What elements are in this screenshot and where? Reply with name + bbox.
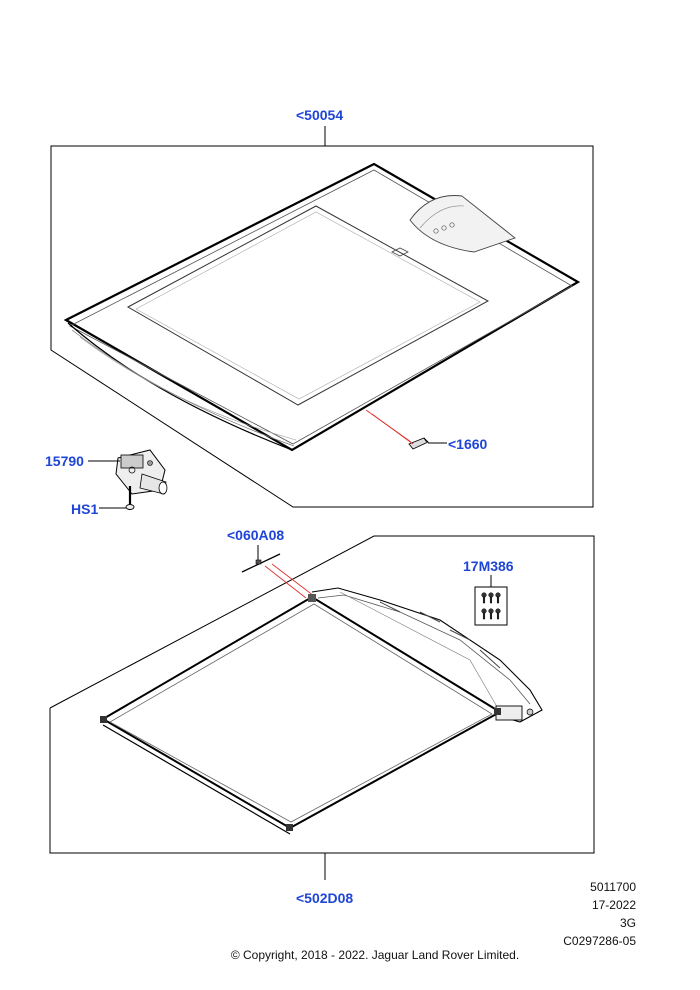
callout-bracket[interactable]: <1660 — [448, 436, 488, 452]
copyright-notice: © Copyright, 2018 - 2022. Jaguar Land Ro… — [230, 948, 520, 962]
callout-motor[interactable]: 15790 — [45, 453, 84, 469]
sunroof-motor[interactable] — [115, 449, 168, 495]
callout-blind-frame[interactable]: <502D08 — [296, 890, 353, 906]
bracket-red-leader-2 — [371, 413, 414, 445]
lower-panel-outline — [49, 535, 595, 854]
drawing-number: 5011700 — [590, 880, 636, 894]
cable-red-leader-2 — [271, 563, 315, 597]
motor-screw[interactable] — [125, 486, 135, 510]
bolt-kit-box[interactable] — [474, 586, 508, 626]
drawing-code: 3G — [619, 916, 636, 930]
cable-red-leader-1 — [264, 565, 307, 599]
roof-glass-panel[interactable] — [63, 162, 581, 452]
upper-panel-outline — [50, 145, 594, 508]
callout-bolt-kit[interactable]: 17M386 — [463, 558, 514, 574]
sunblind-frame[interactable] — [100, 587, 543, 835]
callout-screw[interactable]: HS1 — [71, 501, 98, 517]
drawing-date: 17-2022 — [591, 898, 636, 912]
drain-cable[interactable] — [241, 553, 281, 573]
bracket-part[interactable] — [408, 437, 429, 450]
drawing-reference: C0297286-05 — [563, 934, 636, 948]
callout-cable[interactable]: <060A08 — [227, 527, 284, 543]
drawing-info-block: 5011700 17-2022 3G C0297286-05 — [563, 878, 636, 950]
callout-roof-panel[interactable]: <50054 — [296, 107, 343, 123]
